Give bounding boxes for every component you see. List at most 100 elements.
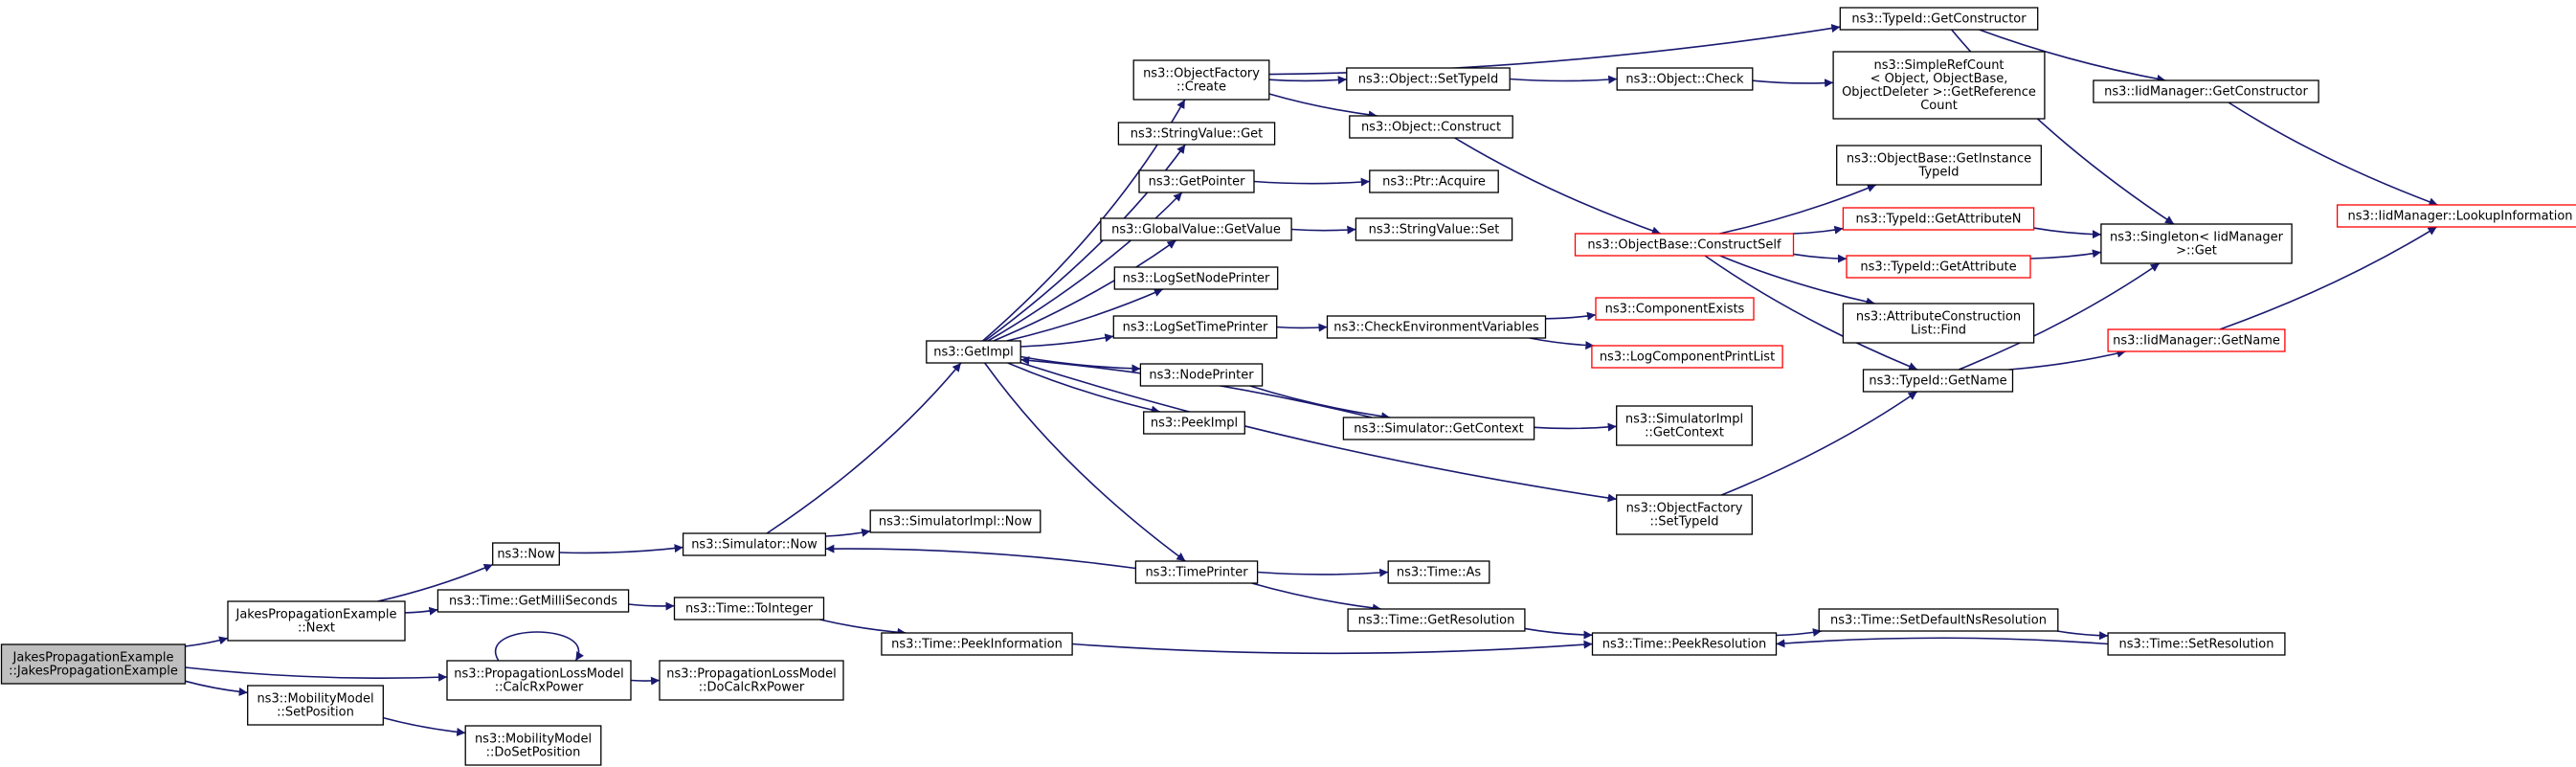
- node-label: ns3::Simulator::Now: [691, 538, 818, 553]
- edge-obcs-to-tidgetattr: [1793, 253, 1848, 263]
- node-label: ::SetPosition: [277, 706, 354, 720]
- node-ofsettid[interactable]: ns3::ObjectFactory::SetTypeId: [1616, 494, 1753, 535]
- node-checkenv[interactable]: ns3::CheckEnvironmentVariables: [1326, 315, 1547, 339]
- edge-timeprinter-to-simnow: [825, 544, 1136, 570]
- node-getres[interactable]: ns3::Time::GetResolution: [1347, 608, 1526, 632]
- edge-ofcreate-to-objconstruct: [1268, 93, 1378, 120]
- node-label: ns3::TimePrinter: [1145, 566, 1248, 580]
- edge-simgetctx-to-simimplctx: [1534, 422, 1617, 432]
- node-setres[interactable]: ns3::Time::SetResolution: [2107, 632, 2286, 656]
- node-box: [1591, 345, 1783, 369]
- node-label: ns3::Simulator::GetContext: [1354, 422, 1523, 437]
- node-logcpl[interactable]: ns3::LogComponentPrintList: [1591, 345, 1783, 369]
- node-ofcreate[interactable]: ns3::ObjectFactory::Create: [1132, 59, 1270, 101]
- node-singleton[interactable]: ns3::Singleton< IidManager>::Get: [2100, 223, 2293, 264]
- node-box: [227, 600, 406, 642]
- node-ptracq[interactable]: ns3::Ptr::Acquire: [1369, 169, 1499, 193]
- edge-jnext-to-getms: [404, 606, 438, 616]
- node-objconstruct[interactable]: ns3::Object::Construct: [1349, 115, 1513, 139]
- node-pldo[interactable]: ns3::PropagationLossModel::DoCalcRxPower: [659, 660, 844, 701]
- node-mmset[interactable]: ns3::MobilityModel::SetPosition: [247, 685, 384, 726]
- node-label: ns3::SimulatorImpl::Now: [879, 515, 1033, 530]
- node-setdefres[interactable]: ns3::Time::SetDefaultNsResolution: [1818, 608, 2059, 632]
- node-label: ns3::Time::GetResolution: [1358, 614, 1515, 628]
- node-now[interactable]: ns3::Now: [492, 542, 560, 566]
- node-box: [1842, 207, 2035, 231]
- node-peekimpl[interactable]: ns3::PeekImpl: [1143, 411, 1245, 435]
- node-simimplctx[interactable]: ns3::SimulatorImpl::GetContext: [1616, 405, 1753, 446]
- node-label: ns3::PeekImpl: [1151, 417, 1238, 431]
- node-box: [464, 725, 602, 766]
- node-simplerc[interactable]: ns3::SimpleRefCount< Object, ObjectBase,…: [1832, 51, 2046, 120]
- node-label: ::CalcRxPower: [495, 681, 584, 695]
- node-label: ::Create: [1176, 80, 1226, 95]
- node-obcs[interactable]: ns3::ObjectBase::ConstructSelf: [1574, 233, 1795, 257]
- node-label: ::SetTypeId: [1649, 515, 1718, 530]
- node-peekinfo[interactable]: ns3::Time::PeekInformation: [881, 632, 1073, 656]
- node-label: ns3::Object::Check: [1625, 73, 1744, 87]
- node-simgetctx[interactable]: ns3::Simulator::GetContext: [1342, 417, 1535, 440]
- node-label: < Object, ObjectBase,: [1870, 72, 2008, 86]
- edge-plcalc-to-plcalc: [494, 631, 584, 662]
- edge-timeprinter-to-timeas: [1257, 568, 1389, 577]
- node-label: ns3::NodePrinter: [1149, 369, 1254, 383]
- edge-getimpl-to-ofsettid: [1019, 362, 1617, 503]
- node-lstp[interactable]: ns3::LogSetTimePrinter: [1112, 315, 1278, 339]
- node-svget[interactable]: ns3::StringValue::Get: [1117, 122, 1276, 146]
- node-tidgetctor[interactable]: ns3::TypeId::GetConstructor: [1839, 7, 2039, 31]
- node-lsnp[interactable]: ns3::LogSetNodePrinter: [1113, 266, 1279, 290]
- node-label: >::Get: [2176, 244, 2217, 259]
- node-toint[interactable]: ns3::Time::ToInteger: [673, 597, 825, 620]
- node-box: [2100, 223, 2293, 264]
- node-box: [1134, 560, 1259, 584]
- node-label: ns3::TypeId::GetAttribute: [1860, 260, 2016, 275]
- node-tidgetname[interactable]: ns3::TypeId::GetName: [1862, 369, 2014, 393]
- node-compexists[interactable]: ns3::ComponentExists: [1595, 297, 1755, 321]
- edge-getimpl-to-gvget: [993, 239, 1177, 342]
- node-label: ns3::StringValue::Set: [1369, 223, 1500, 237]
- node-label: ns3::Object::Construct: [1361, 121, 1501, 135]
- node-label: ns3::ObjectBase::ConstructSelf: [1587, 238, 1781, 253]
- node-settypeid[interactable]: ns3::Object::SetTypeId: [1346, 67, 1511, 91]
- edge-getimpl-to-nodeprinter: [1020, 355, 1141, 373]
- node-label: ns3::TypeId::GetAttributeN: [1855, 213, 2021, 227]
- edge-obcs-to-attrcl: [1719, 255, 1875, 306]
- node-box: [2107, 632, 2286, 656]
- node-label: ObjectDeleter >::GetReference: [1842, 85, 2036, 100]
- node-box: [1595, 297, 1755, 321]
- node-objcheck[interactable]: ns3::Object::Check: [1616, 67, 1754, 91]
- node-root[interactable]: JakesPropagationExample::JakesPropagatio…: [0, 643, 187, 685]
- node-label: ns3::LogSetTimePrinter: [1123, 321, 1268, 335]
- node-timeprinter[interactable]: ns3::TimePrinter: [1134, 560, 1259, 584]
- node-getptr[interactable]: ns3::GetPointer: [1138, 169, 1255, 193]
- node-getms[interactable]: ns3::Time::GetMilliSeconds: [437, 589, 630, 613]
- edge-timeprinter-to-getres: [1251, 582, 1381, 613]
- node-svset[interactable]: ns3::StringValue::Set: [1355, 217, 1513, 241]
- node-simnow[interactable]: ns3::Simulator::Now: [682, 532, 827, 556]
- node-peekres[interactable]: ns3::Time::PeekResolution: [1591, 632, 1778, 656]
- node-tidgetattr[interactable]: ns3::TypeId::GetAttribute: [1846, 255, 2031, 279]
- node-plcalc[interactable]: ns3::PropagationLossModel::CalcRxPower: [446, 660, 632, 701]
- node-box: [1387, 560, 1490, 584]
- nodes-layer: JakesPropagationExample::JakesPropagatio…: [0, 7, 2576, 766]
- edge-plcalc-to-pldo: [630, 676, 661, 686]
- node-getimpl[interactable]: ns3::GetImpl: [926, 340, 1021, 364]
- node-label: JakesPropagationExample: [235, 608, 397, 622]
- node-iidgetname[interactable]: ns3::IidManager::GetName: [2107, 328, 2286, 352]
- node-label: ns3::Object::SetTypeId: [1358, 73, 1498, 87]
- node-gvget[interactable]: ns3::GlobalValue::GetValue: [1100, 217, 1292, 241]
- node-nodeprinter[interactable]: ns3::NodePrinter: [1139, 363, 1264, 387]
- node-mmdo[interactable]: ns3::MobilityModel::DoSetPosition: [464, 725, 602, 766]
- node-simimplnow[interactable]: ns3::SimulatorImpl::Now: [869, 509, 1042, 533]
- node-timeas[interactable]: ns3::Time::As: [1387, 560, 1490, 584]
- node-jnext[interactable]: JakesPropagationExample::Next: [227, 600, 406, 642]
- node-iidgetctor[interactable]: ns3::IidManager::GetConstructor: [2093, 79, 2319, 103]
- node-label: ns3::Time::SetResolution: [2119, 638, 2274, 652]
- node-label: ns3::ObjectFactory: [1626, 502, 1743, 516]
- node-label: ::GetContext: [1645, 426, 1724, 440]
- node-label: ns3::PropagationLossModel: [454, 667, 624, 682]
- node-tidgetattrn[interactable]: ns3::TypeId::GetAttributeN: [1842, 207, 2035, 231]
- node-iidlookup[interactable]: ns3::IidManager::LookupInformation: [2336, 204, 2576, 228]
